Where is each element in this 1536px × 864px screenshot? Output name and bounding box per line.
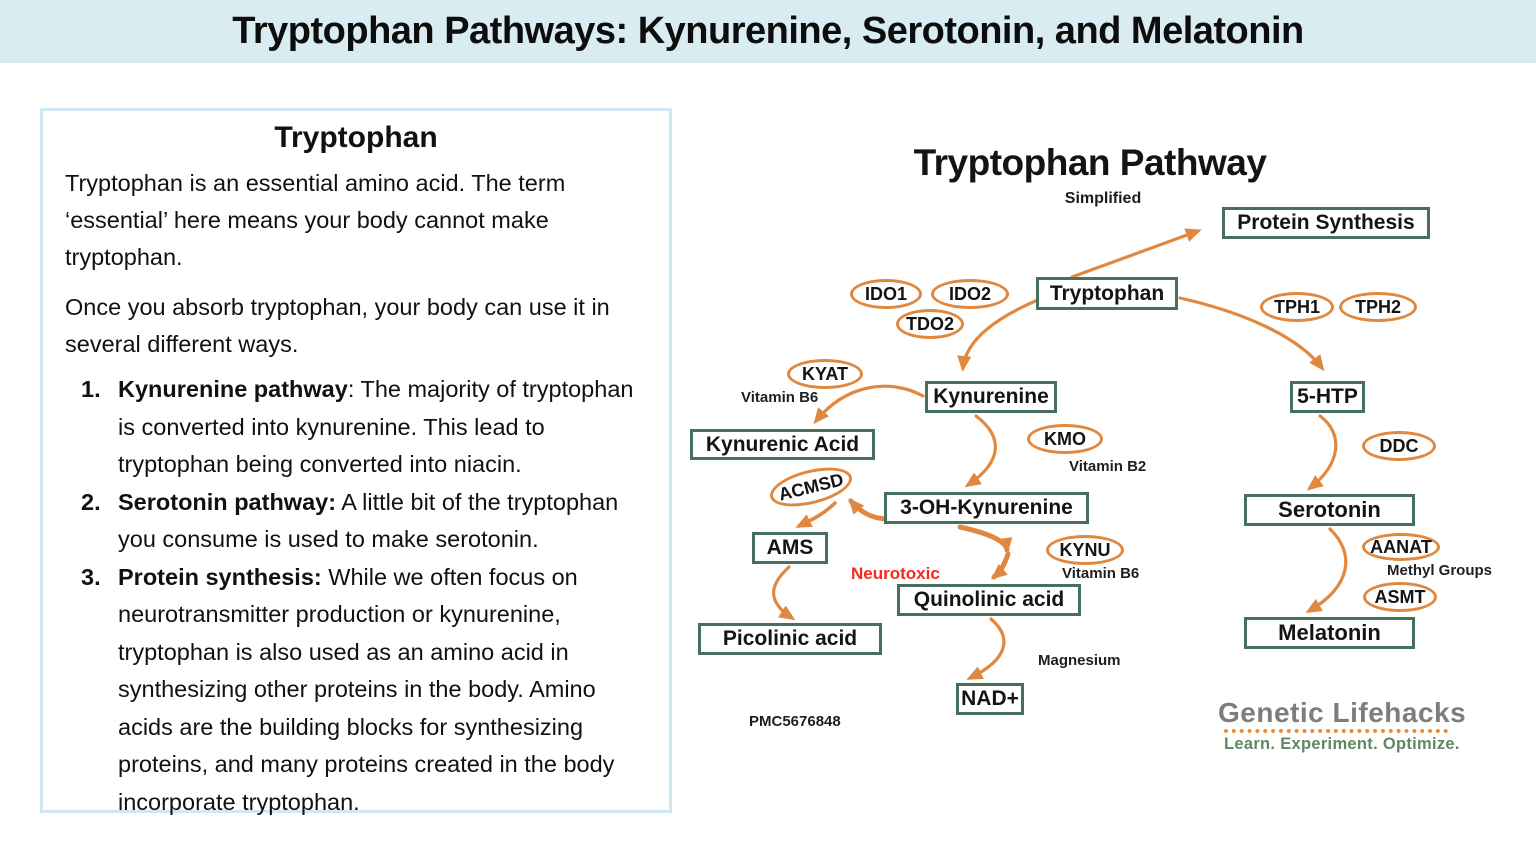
arrow-kynurenine-3oh [964,414,997,488]
enzyme-kmo: KMO [1027,424,1103,454]
enzyme-kyat: KYAT [787,359,863,389]
list-item-kynurenine-pathway: 1. Kynurenine pathway: The majority of t… [65,371,647,484]
logo-name: Genetic Lifehacks [1218,697,1467,728]
arrow-tryptophan-kynurenine [957,297,1042,372]
arrow-5htp-serotonin [1306,414,1338,491]
node-quinolinic-acid: Quinolinic acid [897,584,1081,616]
list-item-text: Kynurenine pathway: The majority of tryp… [118,371,647,484]
enzyme-ido2: IDO2 [931,279,1009,309]
node-protein-synthesis: Protein Synthesis [1222,207,1430,239]
label-vitamin-b2: Vitamin B2 [1069,458,1147,475]
node-melatonin: Melatonin [1244,617,1415,649]
list-item-lead: Serotonin pathway: [118,488,337,515]
dotted-divider-icon [1224,729,1448,733]
label-methyl-groups: Methyl Groups [1387,562,1493,579]
label-vitamin-b6-left: Vitamin B6 [741,389,819,406]
list-item-protein-synthesis: 3. Protein synthesis: While we often foc… [65,559,647,822]
logo-tagline: Learn. Experiment. Optimize. [1224,735,1460,753]
list-item-rest: A little bit of the tryptophan you consu… [118,488,619,553]
node-nad: NAD+ [956,683,1024,715]
node-3-oh-kynurenine: 3-OH-Kynurenine [884,492,1089,524]
label-neurotoxic: Neurotoxic [851,564,940,583]
info-panel-title: Tryptophan [274,121,438,154]
list-item-lead: Kynurenine pathway [118,376,348,402]
enzyme-acmsd: ACMSD [766,460,856,514]
arrow-serotonin-melatonin [1305,527,1348,614]
list-number: 3. [81,563,101,590]
node-picolinic-acid: Picolinic acid [698,623,882,655]
node-kynurenic-acid: Kynurenic Acid [690,429,875,460]
arrow-quinolinic-nad [966,617,1006,680]
reference-id: PMC5676848 [749,713,841,730]
enzyme-tdo2: TDO2 [896,309,964,339]
node-serotonin: Serotonin [1244,494,1415,526]
enzyme-kynu: KYNU [1046,535,1124,565]
node-tryptophan: Tryptophan [1036,277,1178,310]
list-item-rest: While we often focus on neurotransmitter… [118,563,615,815]
info-paragraph-2: Once you absorb tryptophan, your body ca… [65,294,610,357]
enzyme-tph2: TPH2 [1339,292,1417,322]
page-title: Tryptophan Pathways: Kynurenine, Seroton… [232,10,1304,52]
genetic-lifehacks-logo: Genetic Lifehacks Learn. Experiment. Opt… [1218,697,1466,754]
label-magnesium: Magnesium [1038,652,1121,669]
list-item-serotonin-pathway: 2. Serotonin pathway: A little bit of th… [65,484,647,559]
enzyme-asmt: ASMT [1363,582,1437,612]
arrow-kynurenine-kynurenic-acid [813,384,925,425]
enzyme-tph1: TPH1 [1260,292,1334,322]
list-number: 2. [81,488,101,515]
list-item-lead: Protein synthesis: [118,563,322,590]
enzyme-aanat: AANAT [1362,533,1440,561]
list-item-text: Protein synthesis: While we often focus … [118,559,647,822]
pathway-list: 1. Kynurenine pathway: The majority of t… [65,371,647,821]
arrow-mid-quinolinic [990,551,1011,580]
list-number: 1. [81,376,101,402]
node-ams: AMS [752,532,828,564]
label-vitamin-b6-right: Vitamin B6 [1062,565,1140,582]
enzyme-ido1: IDO1 [850,279,922,309]
info-paragraph-1: Tryptophan is an essential amino acid. T… [65,170,566,270]
node-5-htp: 5-HTP [1290,381,1365,413]
arrow-ams-picolinic [772,565,796,621]
tryptophan-info-panel: Tryptophan Tryptophan is an essential am… [40,108,672,815]
arrow-tryptophan-protein-synthesis [1070,228,1202,279]
enzyme-ddc: DDC [1362,431,1436,461]
arrow-3oh-mid [957,524,1013,554]
diagram-subtitle: Simplified [1064,190,1142,207]
node-kynurenine: Kynurenine [925,381,1057,413]
arrow-acmsd-ams [795,501,837,528]
diagram-title: Tryptophan Pathway [913,142,1267,183]
header-band: Tryptophan Pathways: Kynurenine, Seroton… [0,0,1536,63]
list-item-rest: : The majority of tryptophan is converte… [118,376,634,477]
list-item-text: Serotonin pathway: A little bit of the t… [118,484,647,559]
